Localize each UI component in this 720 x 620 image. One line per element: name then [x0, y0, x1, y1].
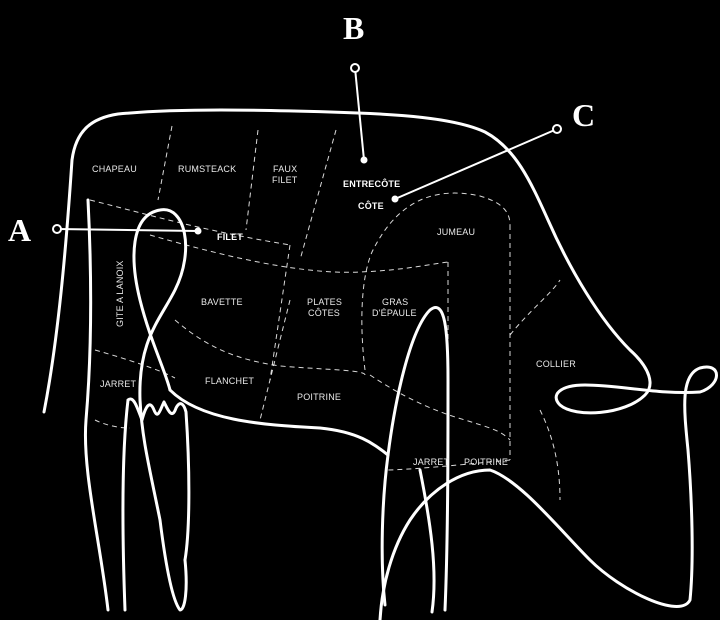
cut-label-jarret-front: JARRET	[413, 457, 450, 467]
cut-label-jarret-rear: JARRET	[100, 379, 137, 389]
cut-label-gite-a-lanoix: GITE A LANOIX	[115, 260, 125, 327]
cut-label-chapeau: CHAPEAU	[92, 164, 137, 174]
cut-label-flanchet: FLANCHET	[205, 376, 254, 386]
cut-label-gras-epaule-2: D'ÉPAULE	[372, 308, 417, 318]
marker-a-label: A	[8, 212, 31, 248]
cut-label-plates-cotes-1: PLATES	[307, 297, 342, 307]
cut-label-faux-filet-2: FILET	[272, 175, 298, 185]
cut-label-plates-cotes-2: CÔTES	[308, 308, 340, 318]
cut-label-filet: FILET	[217, 232, 243, 242]
cut-label-poitrine-front: POITRINE	[464, 457, 508, 467]
cut-label-cote: CÔTE	[358, 200, 384, 211]
cut-label-poitrine-mid: POITRINE	[297, 392, 341, 402]
cow-front-leg-inner	[420, 470, 434, 612]
marker-b-label: B	[343, 10, 364, 46]
cow-belly-outline	[170, 390, 388, 455]
cut-label-faux-filet-1: FAUX	[273, 164, 297, 174]
cut-label-rumsteack: RUMSTEACK	[178, 164, 236, 174]
cut-label-gras-epaule-1: GRAS	[382, 297, 408, 307]
cut-label-entrecote: ENTRECÔTE	[343, 178, 400, 189]
cut-label-collier: COLLIER	[536, 359, 576, 369]
cut-label-bavette: BAVETTE	[201, 297, 243, 307]
marker-c-label: C	[572, 97, 595, 133]
cut-label-jumeau: JUMEAU	[437, 227, 475, 237]
marker-a-pointer	[53, 225, 202, 235]
cow-rear-loop	[85, 200, 108, 610]
